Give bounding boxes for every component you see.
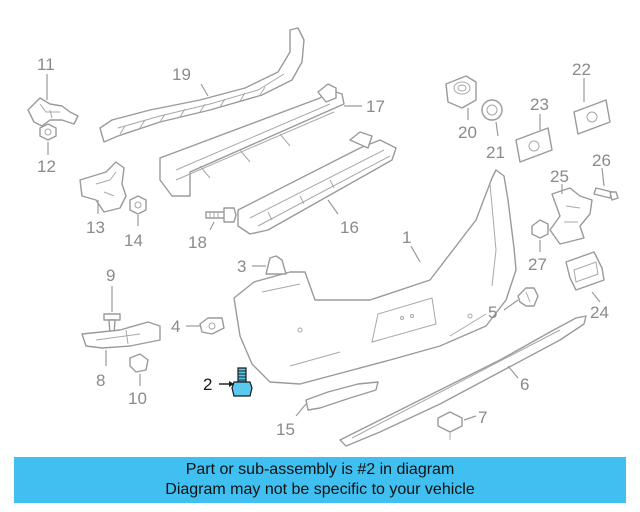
- part-14-nut: [129, 195, 147, 215]
- part-5-sensor-ring: [517, 287, 539, 307]
- callout-5: 5: [488, 303, 497, 322]
- part-2-bolt-highlighted: [231, 367, 253, 397]
- part-20-parking-sensor: [445, 75, 477, 109]
- banner-line-2: Diagram may not be specific to your vehi…: [165, 481, 475, 498]
- callout-19: 19: [172, 65, 191, 84]
- part-8-bracket: [81, 321, 161, 349]
- callout-13: 13: [86, 218, 105, 237]
- parts-diagram: 19 11 12 17 16 13 14: [27, 27, 619, 447]
- callout-16: 16: [340, 218, 359, 237]
- part-15-reflector: [305, 381, 379, 411]
- callout-7: 7: [478, 408, 487, 427]
- callout-9: 9: [106, 266, 115, 285]
- callout-22: 22: [572, 60, 591, 79]
- part-24-module: [565, 251, 605, 291]
- part-12-nut: [39, 123, 57, 141]
- part-19-energy-absorber: [99, 27, 305, 143]
- part-3-retainer: [265, 255, 287, 275]
- callout-21: 21: [486, 143, 505, 162]
- part-26-screw: [593, 187, 619, 201]
- part-1-bumper-cover: [233, 169, 517, 385]
- callout-26: 26: [592, 151, 611, 170]
- callout-23: 23: [530, 95, 549, 114]
- callout-20: 20: [458, 123, 477, 142]
- part-16-impact-bar: [237, 131, 397, 235]
- part-11-bracket: [27, 97, 79, 127]
- part-22-sensor-bracket: [573, 99, 611, 135]
- part-21-sensor-bezel: [481, 99, 503, 121]
- part-10-nut: [129, 353, 149, 373]
- callout-27: 27: [528, 255, 547, 274]
- callout-18: 18: [188, 233, 207, 252]
- part-4-clip: [199, 317, 225, 335]
- callout-24: 24: [590, 303, 609, 322]
- part-23-sensor-bracket: [515, 127, 553, 163]
- callout-10: 10: [128, 389, 147, 408]
- callout-6: 6: [520, 375, 529, 394]
- part-18-bolt: [205, 207, 237, 223]
- part-13-bracket: [79, 161, 127, 213]
- callout-3: 3: [237, 257, 246, 276]
- callout-8: 8: [96, 371, 105, 390]
- callout-12: 12: [37, 157, 56, 176]
- callout-15: 15: [276, 420, 295, 439]
- part-25-bracket: [549, 187, 593, 245]
- callout-14: 14: [124, 231, 143, 250]
- callout-11: 11: [37, 55, 55, 74]
- info-banner: Part or sub-assembly is #2 in diagram Di…: [14, 457, 626, 503]
- callout-17: 17: [366, 97, 385, 116]
- part-7-clip: [437, 411, 463, 440]
- part-17-reinforcement: [159, 83, 345, 197]
- callout-25: 25: [550, 167, 569, 186]
- callout-1: 1: [402, 228, 411, 247]
- callout-4: 4: [171, 317, 180, 336]
- part-27-nut: [531, 219, 549, 239]
- callout-2: 2: [203, 375, 212, 394]
- part-6-lower-trim: [339, 315, 587, 447]
- banner-line-1: Part or sub-assembly is #2 in diagram: [185, 461, 455, 478]
